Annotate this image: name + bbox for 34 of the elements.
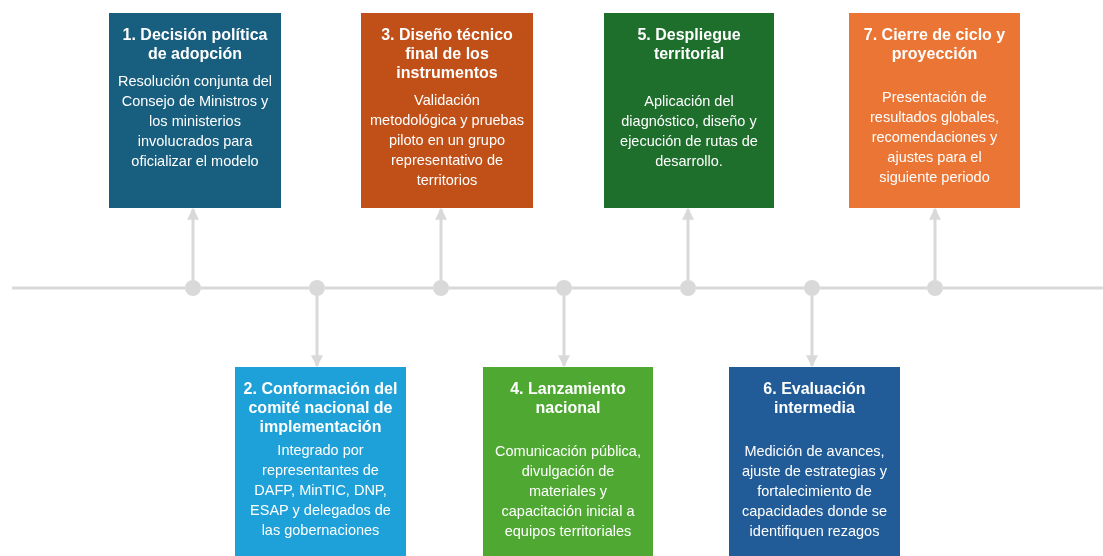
- step-card: [483, 367, 653, 556]
- step-card: [604, 13, 774, 208]
- step-title: 7. Cierre de ciclo y proyección: [862, 25, 1007, 63]
- step-title: 5. Despliegue territorial: [636, 25, 742, 63]
- step-description: Resolución conjunta del Consejo de Ministros y los ministerios involucrados para oficializar el modelo: [117, 72, 273, 171]
- step-description: Presentación de resultados globales, recomendaciones y ajustes para el siguiente periodo: [869, 88, 1000, 187]
- step-title: 4. Lanzamiento nacional: [509, 379, 627, 417]
- timeline-segment: [696, 286, 804, 290]
- step-card: [849, 13, 1020, 208]
- step-description: Integrado por representantes de DAFP, MinTIC, DNP, ESAP y delegados de las gobernaciones: [249, 441, 392, 540]
- step-card: [109, 13, 281, 208]
- step-title: 2. Conformación del comité nacional de implementación: [243, 379, 398, 436]
- step-title: 6. Evaluación intermedia: [762, 379, 867, 417]
- arrow: [311, 296, 323, 368]
- arrow: [806, 296, 818, 368]
- step-title: 3. Diseño técnico final de los instrumentos: [380, 25, 514, 82]
- step-card: [235, 367, 406, 556]
- step-description: Medición de avances, ajuste de estrategias y fortalecimiento de capacidades donde se identifiquen rezagos: [740, 442, 889, 541]
- step-description: Validación metodológica y pruebas piloto en un grupo representativo de territorios: [369, 91, 525, 190]
- timeline-segment: [201, 286, 309, 290]
- timeline-segment: [572, 286, 680, 290]
- timeline-segment: [820, 286, 927, 290]
- step-title: 1. Decisión política de adopción: [121, 25, 269, 63]
- step-card: [729, 367, 900, 556]
- arrow: [435, 207, 447, 280]
- step-description: Comunicación pública, divulgación de materiales y capacitación inicial a equipos territoriales: [494, 442, 642, 541]
- arrow: [187, 207, 199, 280]
- arrow: [929, 207, 941, 280]
- timeline-segment: [325, 286, 433, 290]
- arrow: [682, 207, 694, 280]
- arrow: [558, 296, 570, 368]
- step-card: [361, 13, 533, 208]
- timeline-segment: [449, 286, 556, 290]
- step-description: Aplicación del diagnóstico, diseño y ejecución de rutas de desarrollo.: [619, 92, 759, 171]
